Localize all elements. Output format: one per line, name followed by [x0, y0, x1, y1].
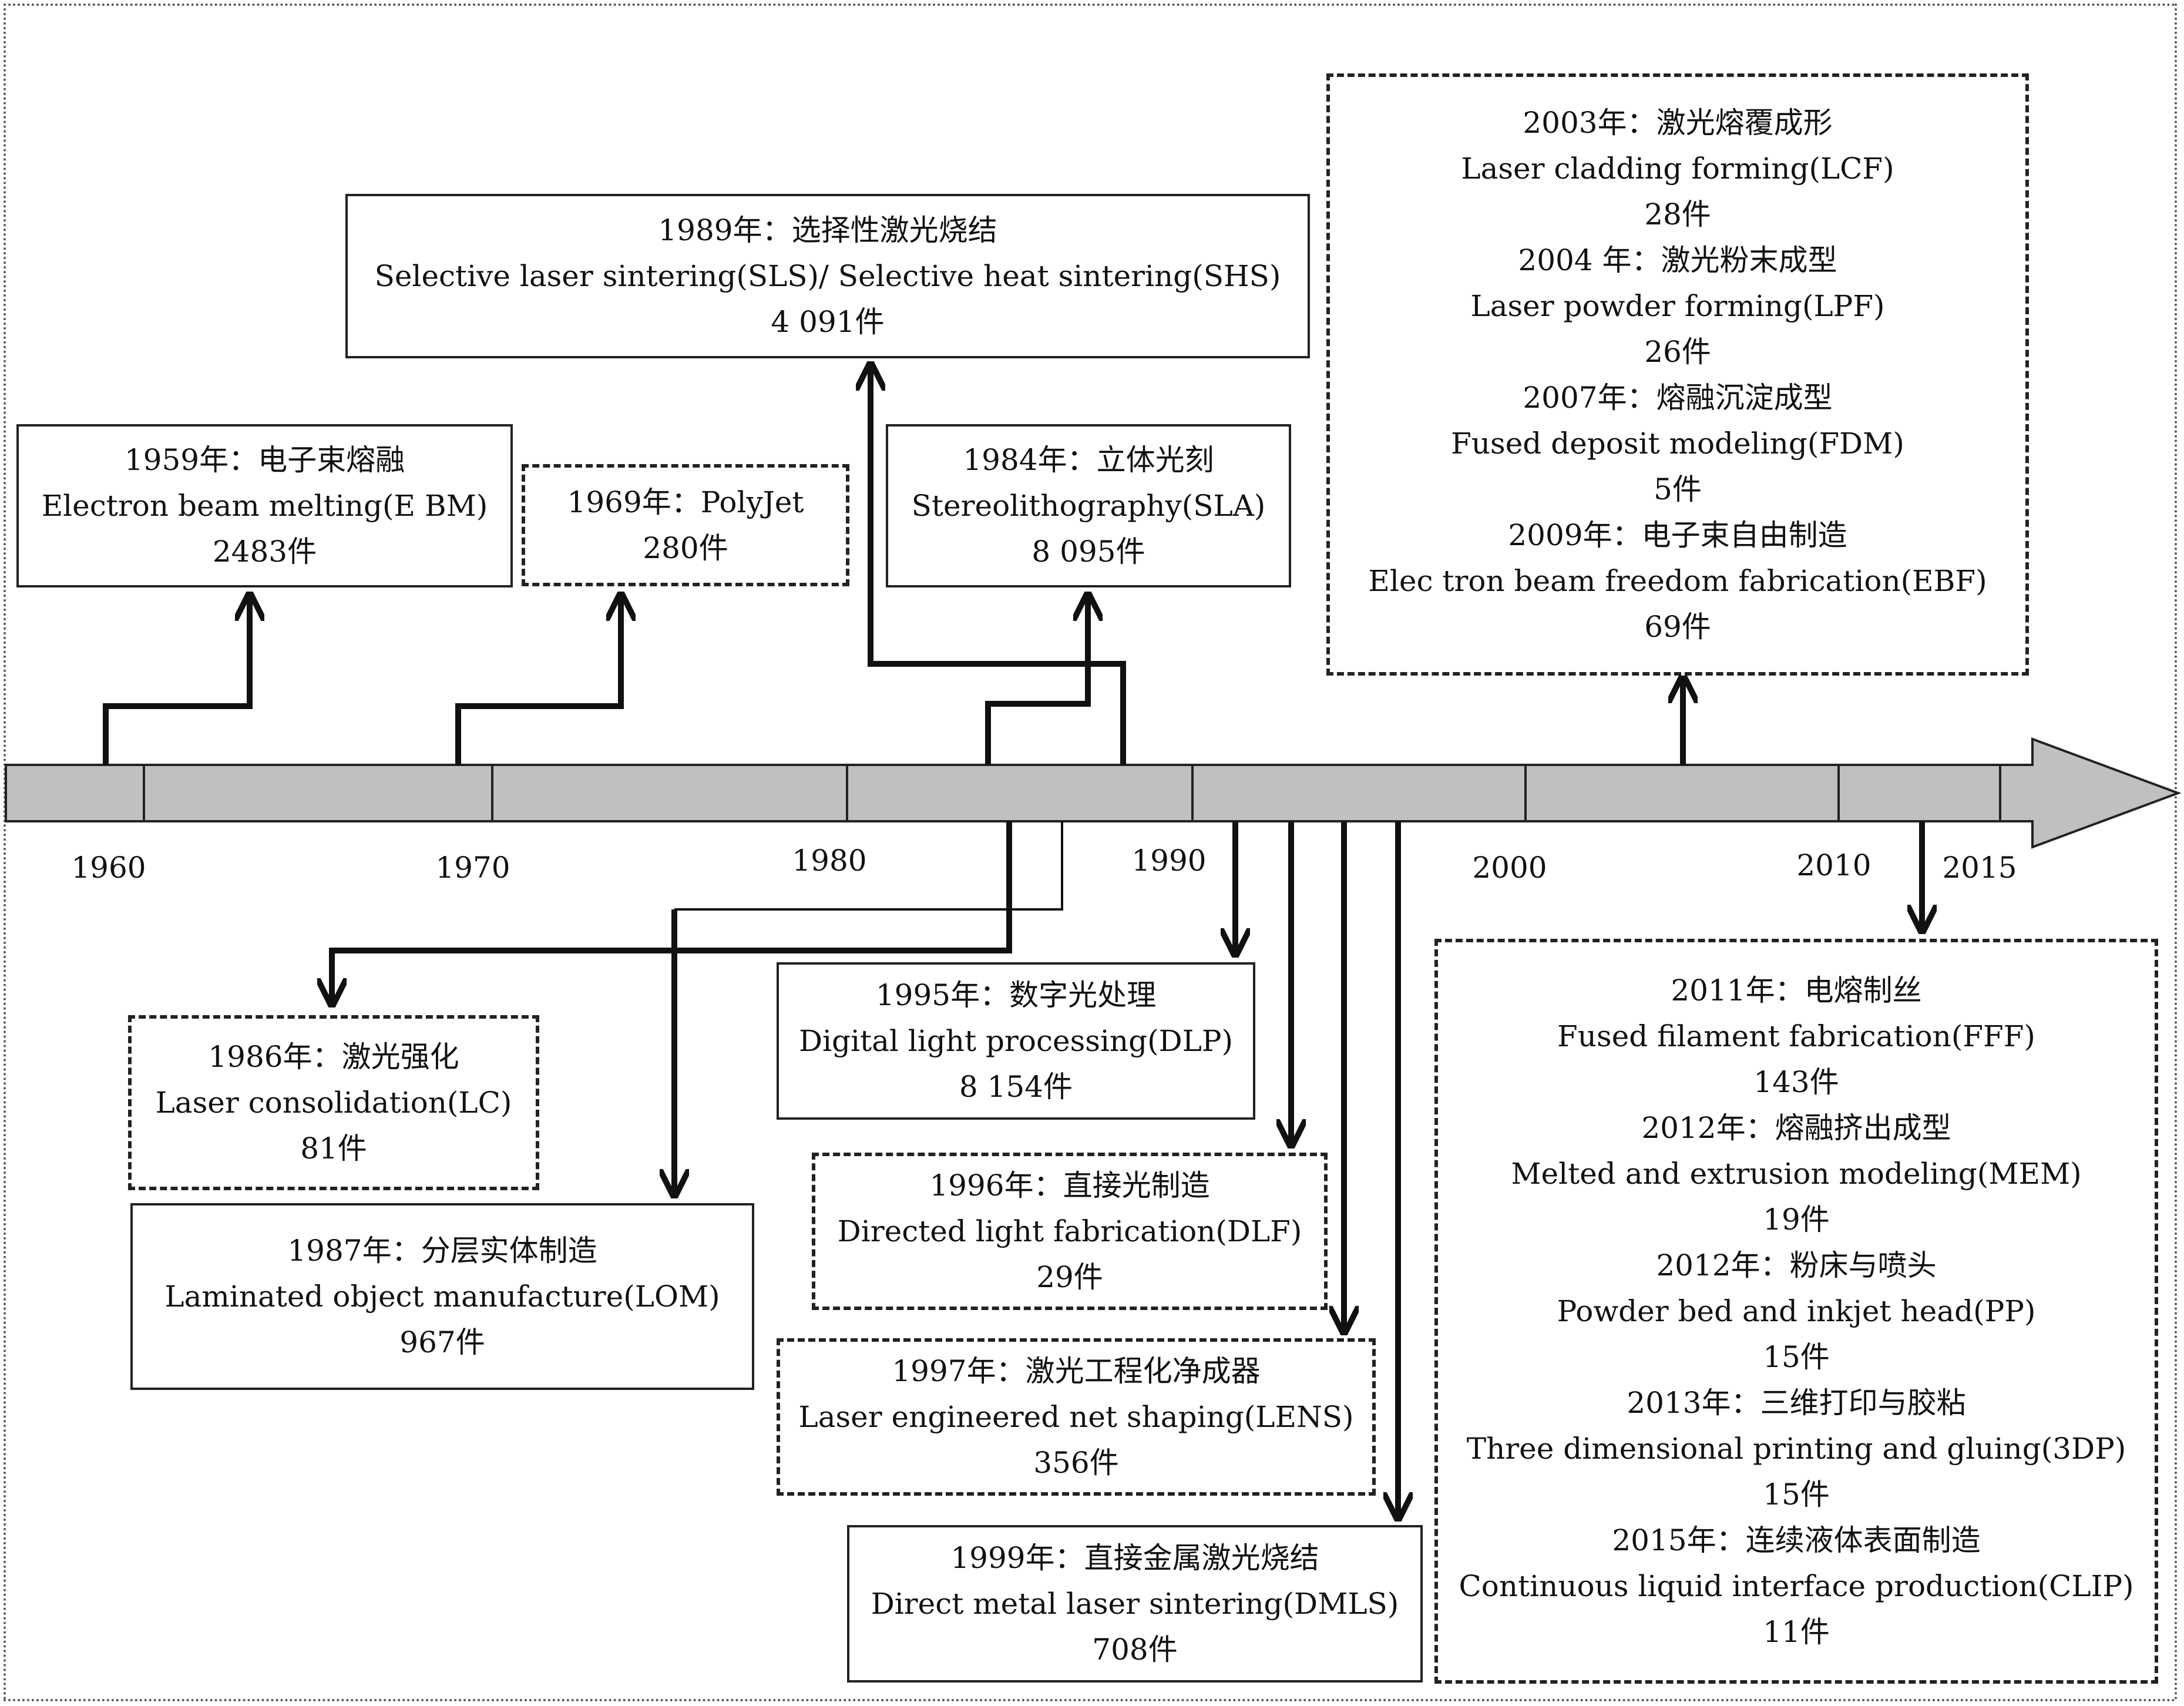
event-title: 2012年：粉床与喷头 — [1656, 1248, 1937, 1282]
event-name-en: Laser powder forming(LPF) — [1470, 288, 1885, 323]
event-title: 1999年：直接金属激光烧结 — [950, 1541, 1319, 1575]
event-title: 1996年：直接光制造 — [929, 1168, 1210, 1203]
event-name-en: Continuous liquid interface production(C… — [1459, 1569, 2134, 1603]
year-label-2000: 2000 — [1472, 851, 1547, 885]
event-title: 1987年：分层实体制造 — [287, 1234, 597, 1268]
event-box-lens: 1997年：激光工程化净成器 Laser engineered net shap… — [777, 1338, 1376, 1496]
event-title: 2003年：激光熔覆成形 — [1523, 105, 1833, 140]
event-name-en: Melted and extrusion modeling(MEM) — [1511, 1157, 2082, 1191]
event-name-en: Direct metal laser sintering(DMLS) — [871, 1587, 1399, 1621]
event-count: 708件 — [1092, 1633, 1178, 1667]
event-box-sla: 1984年：立体光刻 Stereolithography(SLA) 8 095件 — [886, 424, 1291, 587]
year-label-2010: 2010 — [1796, 848, 1871, 882]
event-box-dlp: 1995年：数字光处理 Digital light processing(DLP… — [777, 962, 1255, 1120]
event-box-ebm: 1959年：电子束熔融 Electron beam melting(E BM) … — [16, 424, 513, 587]
event-title: 2011年：电熔制丝 — [1671, 973, 1922, 1008]
connector-lom-thin — [674, 821, 1063, 911]
event-name-en: Elec tron beam freedom fabrication(EBF) — [1368, 563, 1987, 598]
event-count: 967件 — [399, 1325, 485, 1359]
event-name-en: Laser engineered net shaping(LENS) — [798, 1400, 1354, 1434]
event-title: 1959年：电子束熔融 — [124, 443, 405, 477]
event-name-en: Selective laser sintering(SLS)/ Selectiv… — [374, 259, 1281, 293]
event-count: 28件 — [1644, 197, 1711, 231]
event-name-en: Fused filament fabrication(FFF) — [1557, 1019, 2035, 1053]
year-label-1990: 1990 — [1131, 844, 1207, 878]
event-count: 8 095件 — [1031, 535, 1145, 569]
event-box-sls: 1989年：选择性激光烧结 Selective laser sintering(… — [345, 194, 1310, 358]
event-name-en: Laminated object manufacture(LOM) — [164, 1280, 720, 1314]
connector-polyjet — [455, 595, 621, 765]
event-count: 19件 — [1763, 1203, 1830, 1237]
event-count: 15件 — [1763, 1340, 1830, 1374]
timeline-bar — [5, 737, 2182, 849]
event-box-lc: 1986年：激光强化 Laser consolidation(LC) 81件 — [128, 1015, 539, 1190]
dotted-frame — [4, 4, 2177, 1701]
event-name-en: Three dimensional printing and gluing(3D… — [1466, 1432, 2126, 1466]
event-title: 1984年：立体光刻 — [963, 443, 1214, 477]
year-label-1960: 1960 — [71, 851, 146, 885]
event-group-2000s: 2003年：激光熔覆成形 Laser cladding forming(LCF)… — [1326, 73, 2029, 676]
event-title: 1989年：选择性激光烧结 — [658, 213, 997, 247]
event-count: 69件 — [1644, 609, 1711, 644]
event-name-en: Laser cladding forming(LCF) — [1461, 151, 1894, 186]
event-count: 11件 — [1763, 1615, 1830, 1649]
event-count: 4 091件 — [771, 305, 885, 339]
event-name-en: Fused deposit modeling(FDM) — [1451, 426, 1904, 461]
event-title: 1995年：数字光处理 — [875, 978, 1157, 1012]
event-box-lom: 1987年：分层实体制造 Laminated object manufactur… — [130, 1203, 754, 1390]
event-count: 26件 — [1644, 334, 1711, 369]
event-title: 1986年：激光强化 — [208, 1040, 459, 1074]
event-count: 280件 — [643, 531, 728, 565]
event-title: 2013年：三维打印与胶粘 — [1627, 1386, 1966, 1420]
event-box-polyjet: 1969年：PolyJet 280件 — [522, 464, 849, 586]
event-count: 356件 — [1033, 1446, 1119, 1480]
event-title: 1969年：PolyJet — [567, 485, 804, 519]
connector-lc — [332, 821, 1012, 1005]
event-group-2010s: 2011年：电熔制丝 Fused filament fabrication(FF… — [1434, 939, 2158, 1684]
connector-sla — [985, 595, 1088, 765]
event-count: 143件 — [1753, 1065, 1839, 1099]
event-name-en: Laser consolidation(LC) — [155, 1086, 512, 1120]
timeline-ticks — [143, 765, 2001, 821]
year-label-2015: 2015 — [1942, 851, 2017, 885]
event-title: 1997年：激光工程化净成器 — [892, 1354, 1261, 1388]
event-count: 15件 — [1763, 1477, 1830, 1512]
event-name-en: Digital light processing(DLP) — [798, 1024, 1234, 1058]
event-title: 2015年：连续液体表面制造 — [1612, 1523, 1981, 1557]
event-name-en: Stereolithography(SLA) — [911, 489, 1266, 523]
event-name-en: Electron beam melting(E BM) — [41, 489, 488, 523]
event-box-dlf: 1996年：直接光制造 Directed light fabrication(D… — [812, 1153, 1328, 1310]
event-title: 2012年：熔融挤出成型 — [1641, 1111, 1951, 1145]
event-count: 5件 — [1654, 472, 1702, 506]
event-title: 2007年：熔融沉淀成型 — [1523, 380, 1833, 415]
event-count: 8 154件 — [959, 1070, 1073, 1104]
year-label-1970: 1970 — [435, 851, 510, 885]
event-name-en: Directed light fabrication(DLF) — [837, 1214, 1302, 1248]
event-count: 2483件 — [212, 535, 317, 569]
event-title: 2009年：电子束自由制造 — [1508, 518, 1847, 552]
event-count: 29件 — [1036, 1260, 1103, 1294]
event-title: 2004 年：激光粉末成型 — [1518, 243, 1837, 277]
event-name-en: Powder bed and inkjet head(PP) — [1557, 1294, 2036, 1328]
year-label-1980: 1980 — [792, 844, 867, 878]
connector-sls — [871, 364, 1126, 765]
event-box-dmls: 1999年：直接金属激光烧结 Direct metal laser sinter… — [847, 1525, 1423, 1683]
connector-ebm — [103, 595, 250, 765]
event-count: 81件 — [300, 1131, 367, 1166]
